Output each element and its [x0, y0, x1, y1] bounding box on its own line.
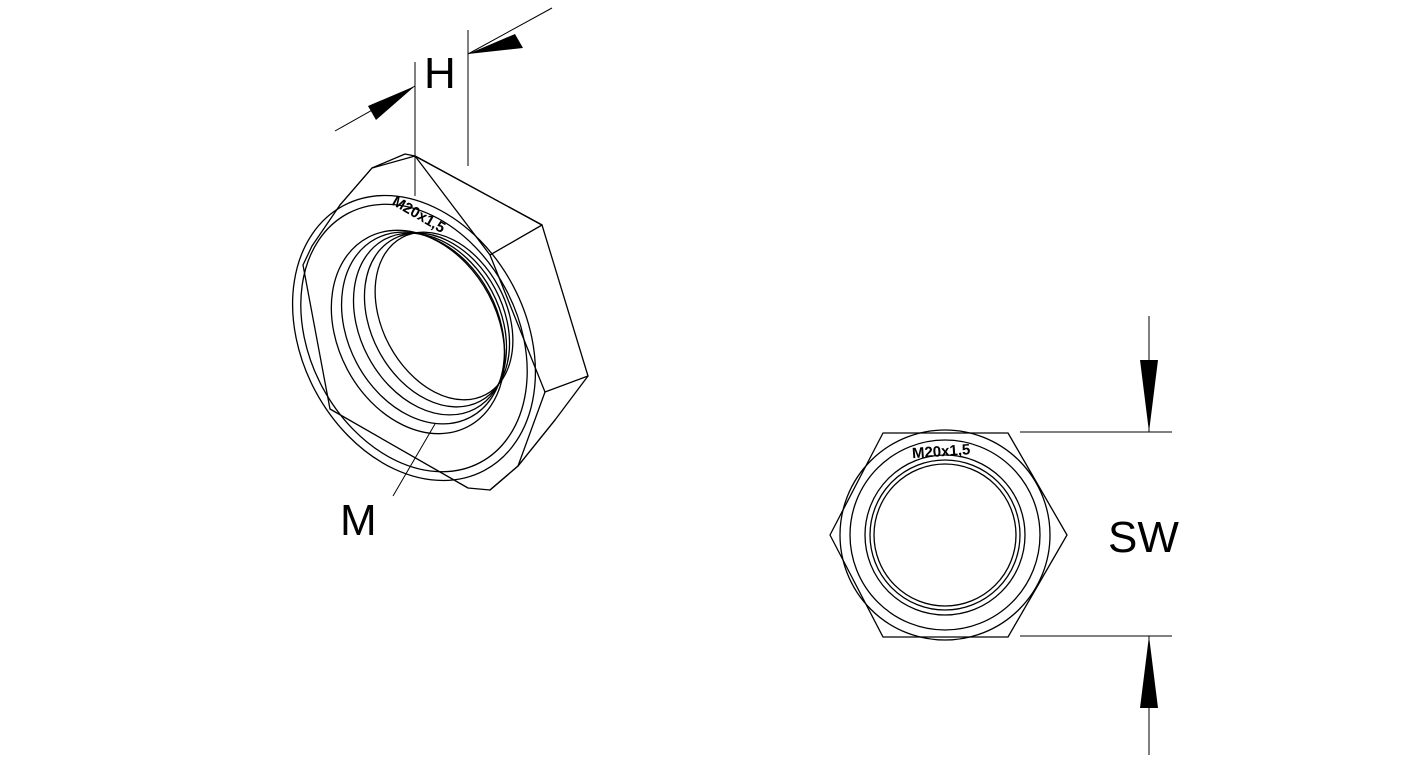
- arrow-head: [368, 86, 415, 120]
- thread-dimension: M: [340, 423, 436, 545]
- thread-marking-front: M20x1,5: [911, 441, 970, 462]
- bore-thread: [869, 459, 1021, 611]
- bore-outer: [864, 454, 1026, 616]
- arrow-head: [468, 34, 523, 54]
- front-nut-view: M20x1,5 SW: [829, 316, 1179, 755]
- across-flats-dimension: SW: [1020, 316, 1179, 755]
- thread-2: [352, 232, 508, 416]
- thread-3: [363, 232, 511, 408]
- hex-side-edges: [414, 155, 589, 467]
- hex-outline: [829, 432, 1068, 638]
- thread-label: M: [340, 496, 377, 545]
- bore-inner: [873, 463, 1017, 607]
- arrow-head: [1140, 636, 1158, 708]
- arrow-head: [1140, 360, 1158, 432]
- thread-4: [374, 231, 514, 401]
- isometric-nut-view: M20x1,5 H M: [291, 7, 589, 545]
- face-chamfer-inner: [300, 203, 528, 473]
- face-chamfer-outer: [291, 194, 537, 482]
- chamfer-circle: [839, 429, 1051, 641]
- face-circle: [849, 439, 1041, 631]
- thread-1: [340, 231, 506, 425]
- height-dimension: H: [334, 7, 553, 196]
- across-flats-label: SW: [1108, 513, 1179, 562]
- height-label: H: [424, 49, 456, 98]
- bore-edge: [330, 229, 506, 435]
